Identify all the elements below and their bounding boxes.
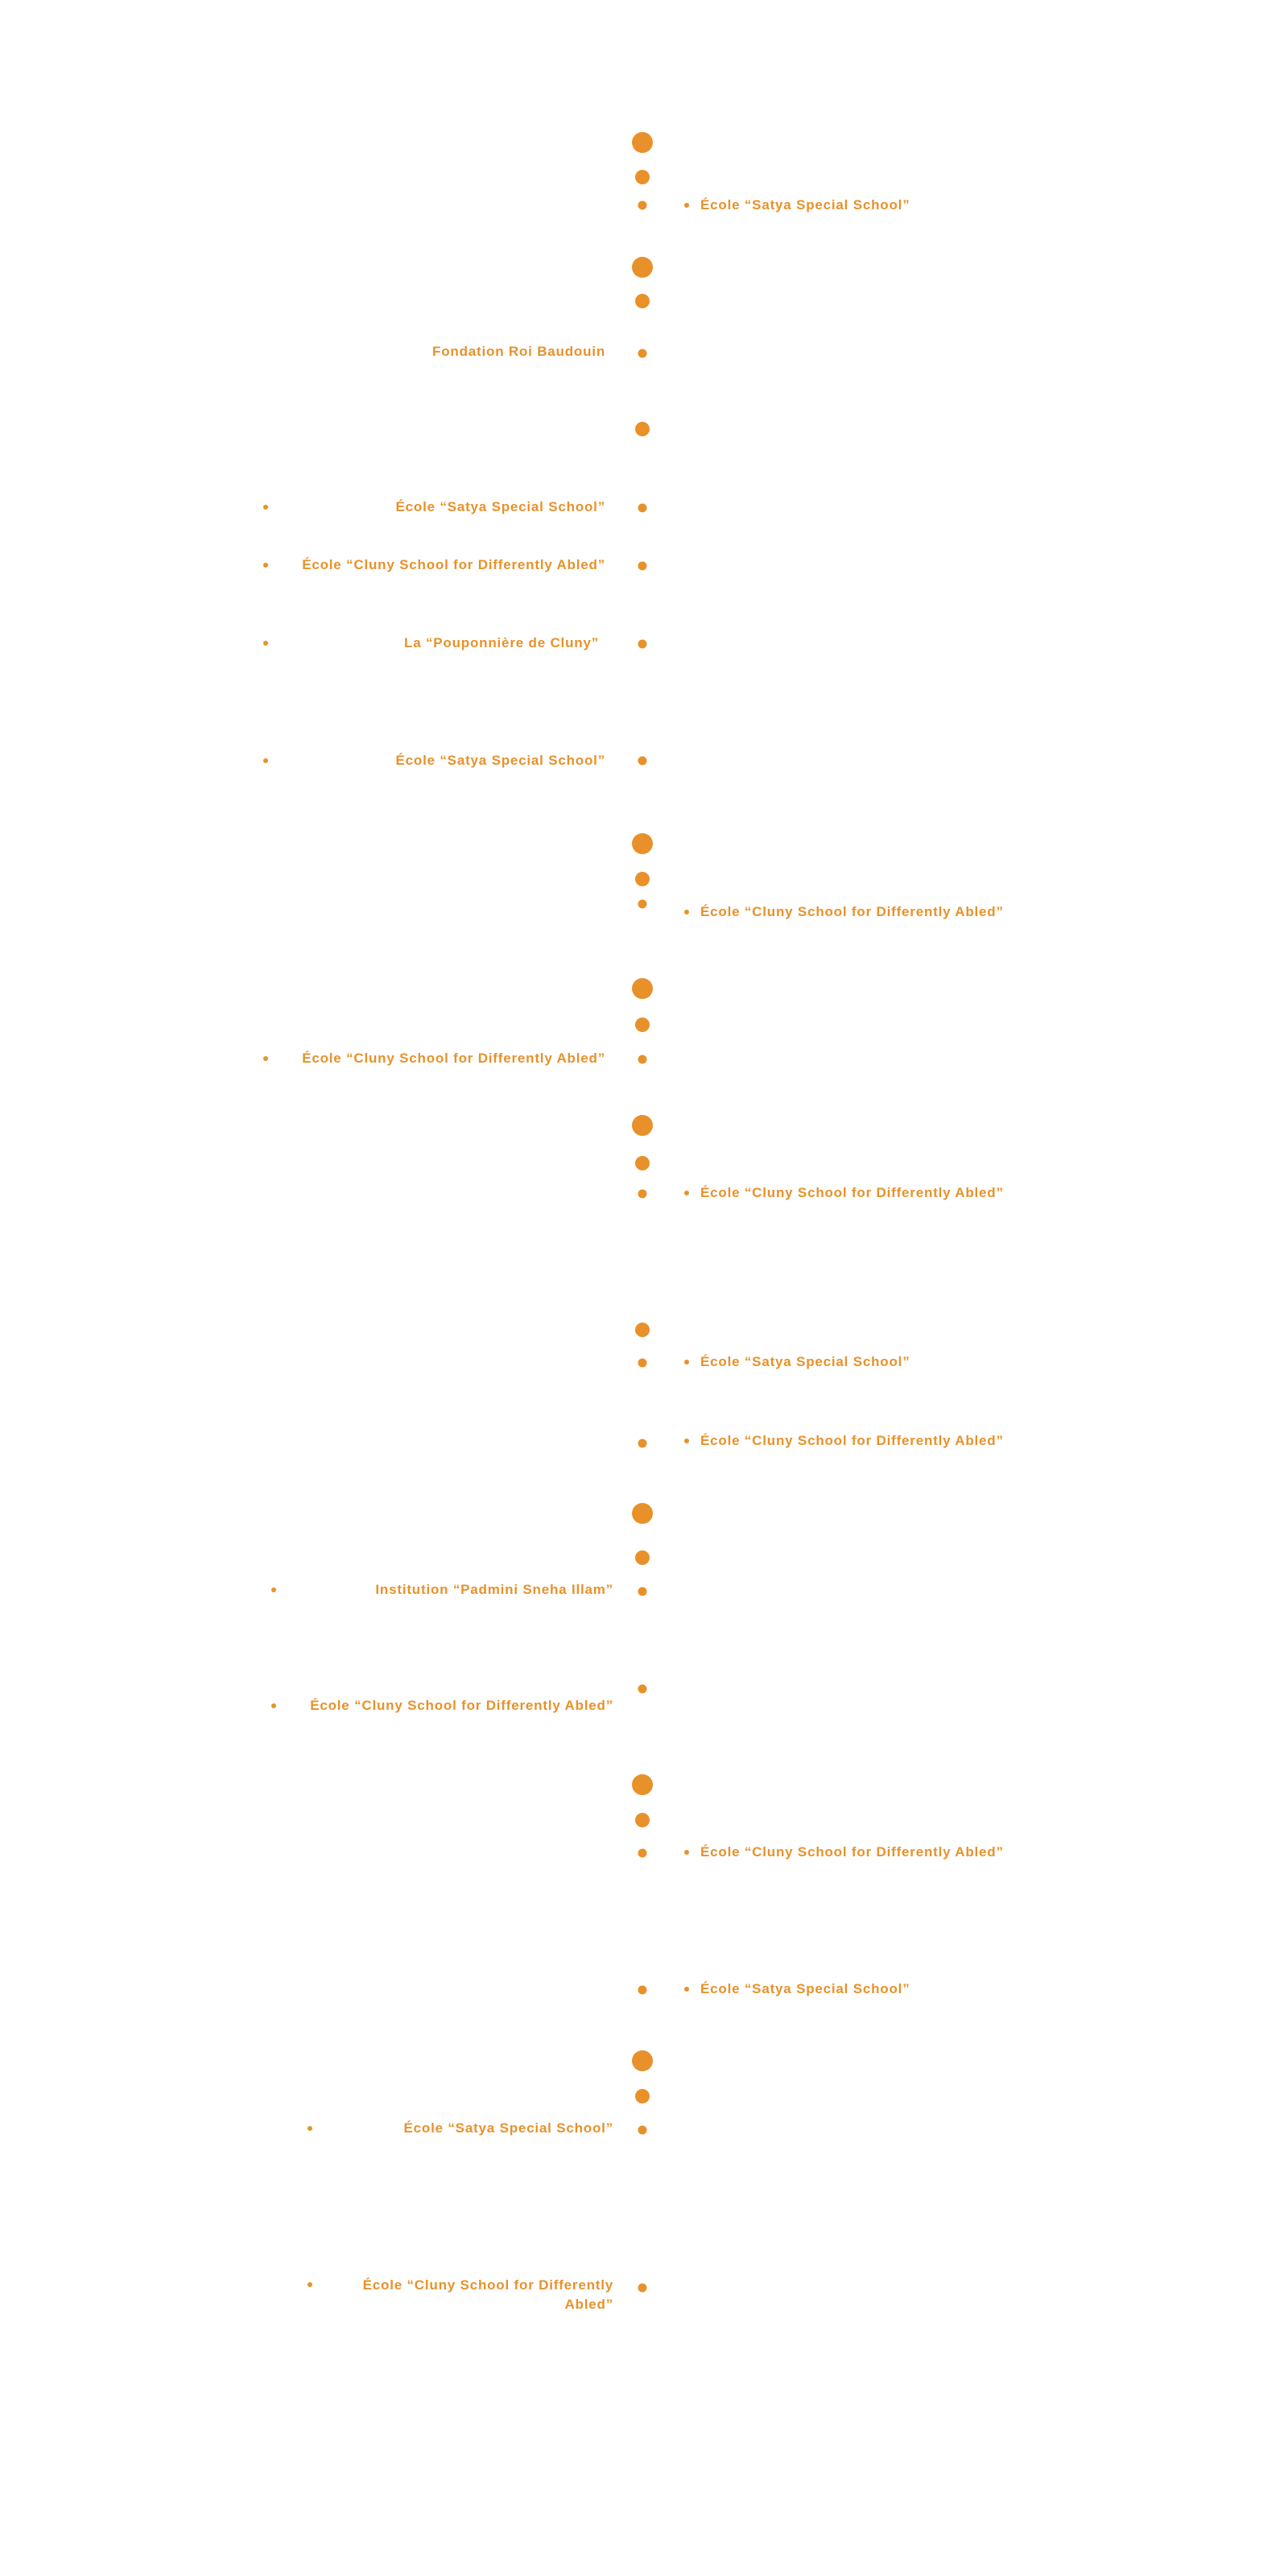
timeline-dot-small	[638, 639, 647, 649]
timeline-dot-large	[632, 1115, 653, 1136]
timeline-dot-small	[638, 503, 647, 513]
entry-label: École “Satya Special School”	[403, 2120, 613, 2136]
timeline-dot-large	[632, 1503, 653, 1524]
timeline-dot-small	[638, 1358, 647, 1368]
entry-label: École “Satya Special School”	[700, 1354, 910, 1369]
timeline-dot-small	[638, 1848, 647, 1858]
timeline-dot-medium	[635, 170, 650, 184]
entry-label: La “Pouponnière de Cluny”	[404, 635, 599, 650]
timeline-dot-large	[632, 1774, 653, 1795]
timeline-dot-medium	[635, 872, 650, 886]
entry-label: École “Satya Special School”	[395, 499, 605, 514]
timeline-dot-small	[638, 2283, 647, 2293]
timeline-dot-small	[638, 2125, 647, 2135]
list-bullet	[263, 563, 268, 568]
timeline-dot-medium	[635, 1550, 650, 1565]
list-bullet	[684, 1850, 689, 1855]
timeline-dot-small	[638, 1439, 647, 1448]
entry-label: Institution “Padmini Sneha Illam”	[375, 1582, 613, 1597]
timeline-dot-small	[638, 1055, 647, 1064]
timeline-dot-medium	[635, 1156, 650, 1170]
entry-label: École “Satya Special School”	[395, 753, 605, 768]
list-bullet	[684, 910, 689, 914]
entry-label: École “Cluny School for Differently Able…	[700, 1844, 1004, 1860]
list-bullet	[271, 1703, 276, 1708]
timeline-dot-small	[638, 349, 647, 358]
timeline-dot-small	[638, 1985, 647, 1995]
entry-label: Fondation Roi Baudouin	[432, 344, 605, 359]
list-bullet	[684, 1360, 689, 1364]
timeline-dot-small	[638, 561, 647, 571]
timeline-dot-medium	[635, 294, 650, 308]
timeline-dot-small	[638, 200, 647, 210]
list-bullet	[684, 1987, 689, 1992]
list-bullet	[308, 2126, 312, 2131]
list-bullet	[684, 1191, 689, 1195]
list-bullet	[263, 758, 268, 763]
entry-label: École “Cluny School for Differently Able…	[700, 904, 1004, 919]
timeline-dot-medium	[635, 422, 650, 436]
timeline-dot-small	[638, 1189, 647, 1199]
timeline-dot-medium	[635, 1323, 650, 1337]
timeline-dot-medium	[635, 2089, 650, 2103]
timeline-dot-large	[632, 2050, 653, 2071]
list-bullet	[263, 641, 268, 646]
timeline-dot-small	[638, 899, 647, 909]
list-bullet	[684, 1439, 689, 1443]
timeline-dot-large	[632, 833, 653, 854]
list-bullet	[271, 1587, 276, 1592]
list-bullet	[308, 2282, 312, 2287]
entry-label: École “Cluny School for Differently Able…	[310, 1698, 613, 1713]
timeline-dot-large	[632, 257, 653, 278]
timeline-dot-medium	[635, 1018, 650, 1032]
list-bullet	[684, 203, 689, 208]
entry-label: École “Cluny School for Differently Able…	[700, 1433, 1004, 1448]
timeline-dot-small	[638, 1587, 647, 1596]
timeline-dot-small	[638, 756, 647, 766]
timeline-dot-small	[638, 1684, 647, 1694]
entry-label: École “Satya Special School”	[700, 1981, 910, 1996]
list-bullet	[263, 505, 268, 510]
entry-label: École “Cluny School for Differently Able…	[302, 1051, 605, 1066]
entry-label: École “Cluny School for Differently Able…	[362, 2277, 613, 2312]
timeline-dot-large	[632, 978, 653, 999]
list-bullet	[263, 1056, 268, 1061]
entry-label: École “Cluny School for Differently Able…	[700, 1185, 1004, 1200]
timeline-dot-medium	[635, 1813, 650, 1827]
timeline-dot-large	[632, 132, 653, 153]
entry-label: École “Cluny School for Differently Able…	[302, 557, 605, 572]
entry-label: École “Satya Special School”	[700, 197, 910, 213]
